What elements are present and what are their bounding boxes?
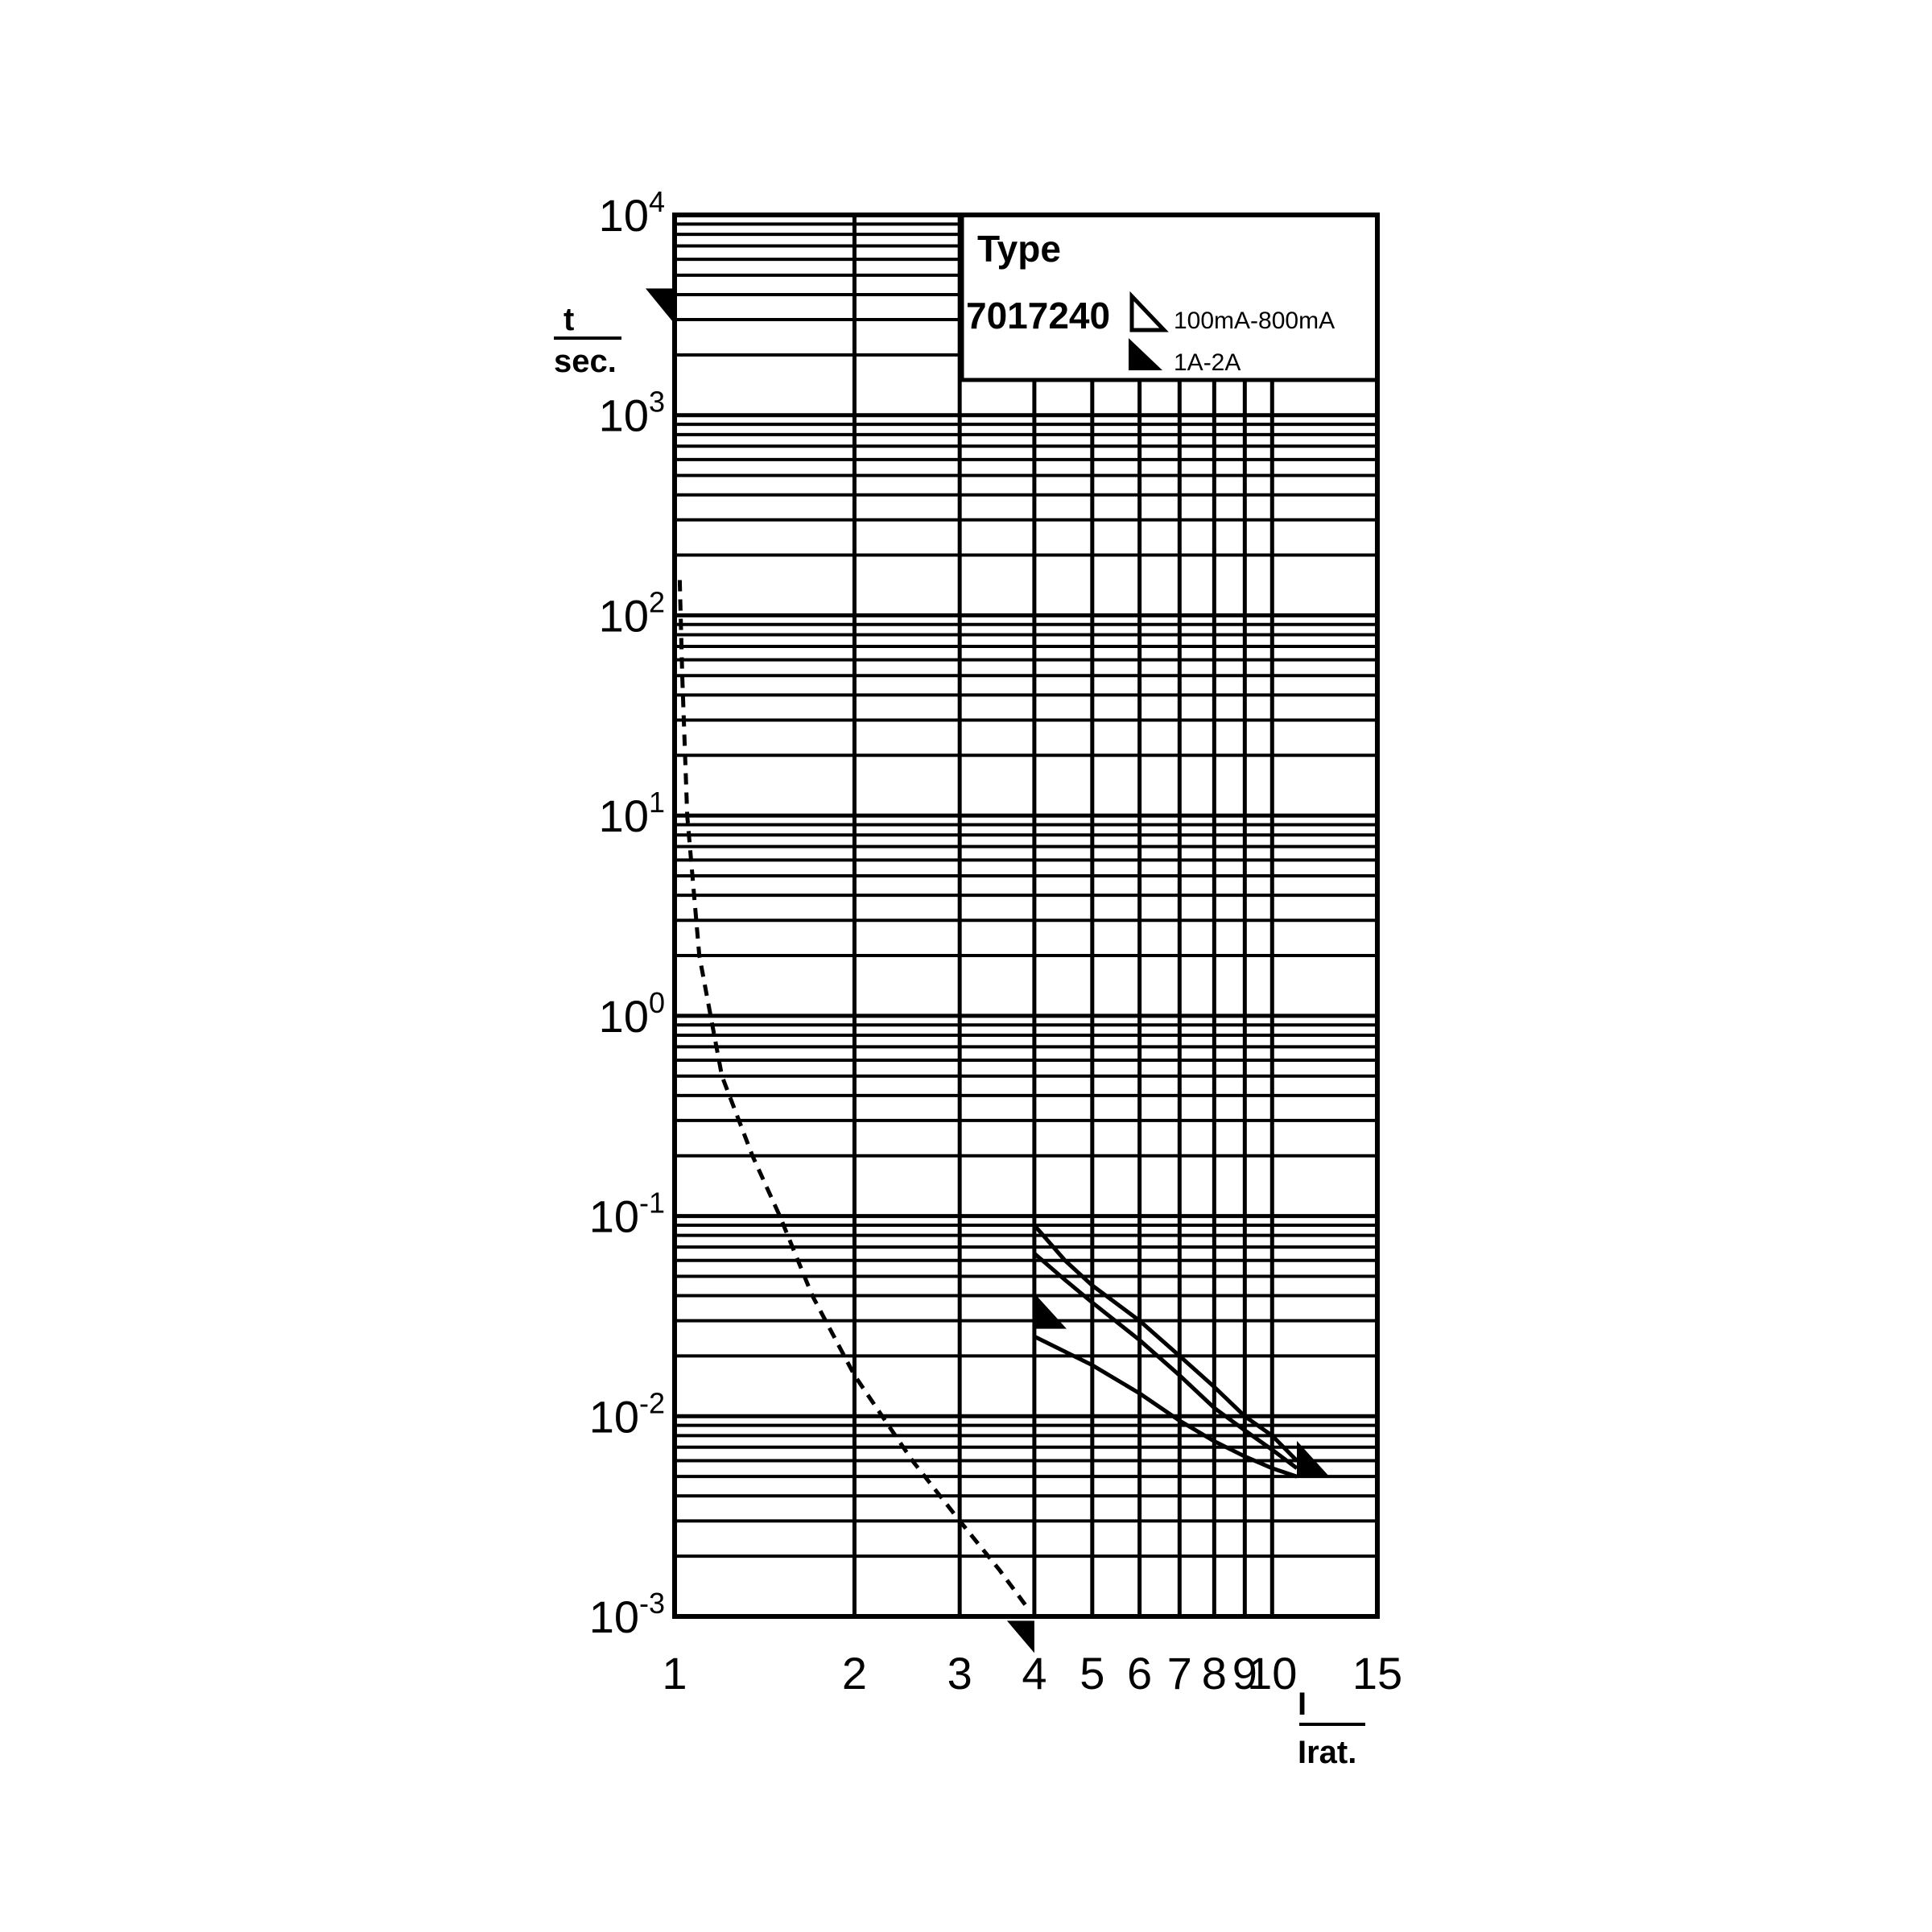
- x-tick-label: 3: [947, 1648, 972, 1699]
- x-tick-label: 2: [842, 1648, 867, 1699]
- x-tick-label: 7: [1167, 1648, 1192, 1699]
- legend-entry-1-label: 100mA-800mA: [1174, 308, 1335, 334]
- y-axis-label: t sec.: [554, 302, 621, 379]
- x-tick-label: 10: [1247, 1648, 1297, 1699]
- x-tick-label: 9: [1232, 1648, 1257, 1699]
- y-tick-label: 10-1: [589, 1187, 665, 1242]
- y-axis-label-top: t: [564, 302, 574, 337]
- curve-marker-2: [1006, 1620, 1034, 1653]
- legend-filled-triangle-icon: [1129, 338, 1162, 370]
- y-tick-label: 103: [599, 386, 665, 441]
- legend-open-triangle-icon: [1129, 291, 1169, 332]
- x-tick-label: 15: [1352, 1648, 1402, 1699]
- curve-marker-1: [646, 288, 675, 324]
- y-tick-label: 100: [599, 986, 665, 1042]
- y-tick-label: 10-2: [589, 1386, 665, 1442]
- plot-border: [672, 213, 1380, 1619]
- y-tick-label: 10-3: [589, 1587, 665, 1642]
- legend: Type 7017240 100mA-800mA 1A-2A: [960, 213, 1380, 382]
- series-curve-3: [1033, 1252, 1298, 1470]
- series-curve-2: [1033, 1224, 1298, 1463]
- y-tick-labels: 104 103 102 101 100 10-1 10-2 10-3: [589, 185, 665, 1642]
- x-axis-label-bottom: Irat.: [1298, 1735, 1356, 1770]
- grid-minor-lines: [675, 222, 1377, 1558]
- y-tick-label: 101: [599, 786, 665, 841]
- series-curve-4: [1033, 1335, 1298, 1479]
- curve-marker-3: [1034, 1293, 1067, 1329]
- y-tick-label: 102: [599, 585, 665, 641]
- x-tick-label: 1: [662, 1648, 687, 1699]
- x-tick-label: 4: [1022, 1648, 1046, 1699]
- x-tick-label: 6: [1127, 1648, 1152, 1699]
- legend-type-number: 7017240: [966, 295, 1110, 336]
- x-axis-label-top: I: [1298, 1686, 1307, 1722]
- legend-entry-2-label: 1A-2A: [1174, 349, 1241, 376]
- legend-title: Type: [977, 228, 1061, 270]
- x-tick-label: 5: [1080, 1648, 1104, 1699]
- legend-box: [960, 213, 1380, 382]
- x-tick-label: 8: [1202, 1648, 1227, 1699]
- x-axis-label: I Irat.: [1298, 1686, 1365, 1770]
- curve-marker-4: [1297, 1440, 1329, 1476]
- series-curve-1: [677, 580, 1030, 1610]
- curve-markers: [646, 288, 1329, 1653]
- y-axis-label-bottom: sec.: [554, 344, 617, 379]
- y-tick-label: 104: [599, 185, 665, 241]
- curves: [677, 580, 1298, 1610]
